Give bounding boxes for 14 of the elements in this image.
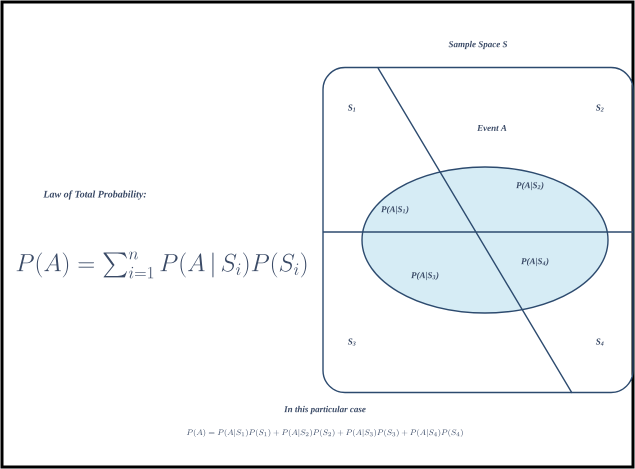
region-label: P(A|S$_{2}$) bbox=[516, 182, 544, 190]
region-label: P(A|S$_{4}$) bbox=[521, 258, 548, 266]
formula: $P(A)=P(A|S_1)P(S_1)+P(A|S_2)P(S_2)+P(A|S_3)P(S_3)+P(A|S_4)P(S_4)$ bbox=[186, 429, 463, 437]
region-label: S$_{4}$ bbox=[596, 338, 604, 346]
caption-text: In this particular case bbox=[284, 406, 366, 414]
region-label: P(A|S$_{1}$) bbox=[381, 206, 408, 214]
region-label: S$_{1}$ bbox=[348, 104, 356, 112]
region-label: S$_{3}$ bbox=[348, 338, 356, 346]
region-label: P(A|S$_{3}$) bbox=[411, 272, 438, 280]
node-label: Sample Space S bbox=[448, 40, 508, 50]
heading-text: Law of Total Probability: bbox=[43, 190, 146, 200]
formula: $P(A)=\sum_{i=1}^{n}P(A\,|\,S_i)P(S_i)$ bbox=[16, 252, 306, 278]
region-label: S$_{2}$ bbox=[596, 104, 604, 112]
node-label: Event A bbox=[477, 124, 507, 132]
